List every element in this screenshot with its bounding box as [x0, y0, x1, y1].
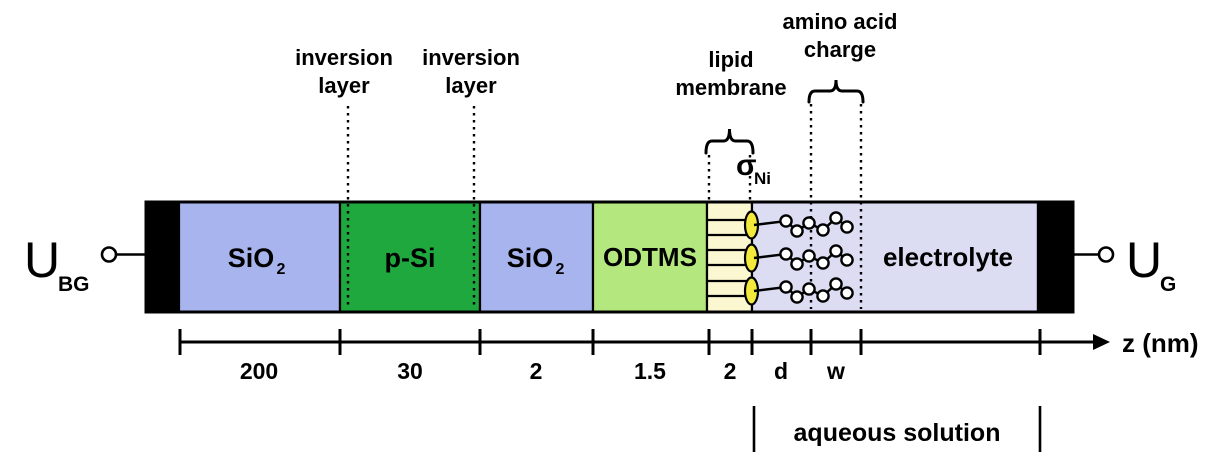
inversion-layer-label-1b: layer [318, 73, 370, 98]
sio2-back-label: SiO [228, 243, 275, 273]
z-axis-arrow-icon [1093, 334, 1110, 350]
amino-acid-chains [753, 211, 854, 304]
layer-labels: SiO 2 p-Si SiO 2 ODTMS electrolyte [228, 242, 1013, 278]
thickness-30: 30 [397, 358, 423, 384]
nickel-sites [743, 210, 760, 306]
inversion-layer-label-2b: layer [445, 73, 497, 98]
aqueous-solution-region: aqueous solution [752, 406, 1042, 452]
lipid-membrane-brace [704, 128, 755, 155]
sio2-back-subscript: 2 [277, 261, 286, 278]
sigma-symbol: σ [736, 149, 757, 182]
thickness-w: w [826, 358, 845, 384]
stack-outline [144, 200, 1075, 314]
z-axis: 200 30 2 1.5 2 d w z (nm) [178, 328, 1199, 384]
thickness-d: d [774, 358, 788, 384]
back-gate-terminal: U BG [24, 232, 146, 296]
inversion-layer-label-1: inversion [295, 45, 393, 70]
lipid-membrane-label: lipid [708, 47, 753, 72]
gate-symbol: U [1126, 232, 1162, 288]
thickness-1-5: 1.5 [634, 358, 666, 384]
amino-acid-charge-label: amino acid [783, 9, 898, 34]
back-gate-symbol: U [24, 232, 60, 288]
sigma-subscript: Ni [754, 169, 771, 188]
z-axis-tick-labels: 200 30 2 1.5 2 d w [240, 358, 845, 384]
thickness-2b: 2 [724, 358, 737, 384]
top-annotations: inversion layer inversion layer lipid me… [295, 9, 897, 100]
lipid-tail-lines [708, 218, 750, 298]
gate-node-icon [1097, 246, 1115, 263]
gate-subscript: G [1160, 273, 1176, 296]
sio2-front-subscript: 2 [556, 261, 565, 278]
sio2-back-layer [177, 200, 342, 314]
thickness-200: 200 [240, 358, 278, 384]
gate-terminal: U G [1073, 232, 1176, 296]
amino-charge-brace [807, 79, 865, 104]
chain-beads [779, 211, 854, 304]
gate-contact-block [1036, 200, 1075, 314]
electrolyte-label: electrolyte [883, 242, 1013, 272]
thickness-2a: 2 [530, 358, 543, 384]
back-gate-node-icon [100, 246, 118, 263]
z-axis-label: z (nm) [1122, 328, 1199, 358]
inversion-layer-label-2: inversion [422, 45, 520, 70]
sio2-front-label: SiO [507, 243, 554, 273]
lipid-membrane-label-b: membrane [675, 75, 786, 100]
p-si-label: p-Si [385, 243, 436, 273]
dotted-guides [346, 104, 863, 309]
odtms-label: ODTMS [603, 242, 697, 272]
aqueous-solution-label: aqueous solution [794, 419, 1001, 447]
z-axis-ticks [178, 329, 1042, 355]
back-contact-block [144, 200, 181, 314]
sigma-ni-annotation: σ Ni [736, 149, 771, 188]
back-gate-subscript: BG [58, 273, 90, 296]
amino-acid-charge-label-b: charge [804, 37, 876, 62]
